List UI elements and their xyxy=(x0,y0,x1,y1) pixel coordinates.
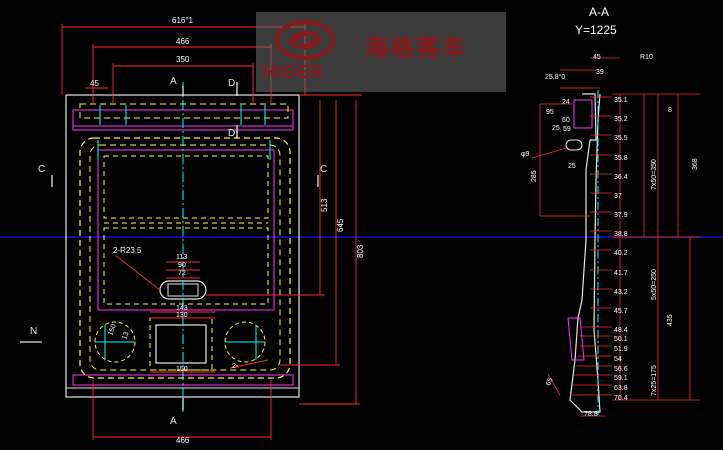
dim-65: 65 xyxy=(545,377,554,387)
section-c-left: C xyxy=(38,164,45,175)
holes-label: 2-R23.5 xyxy=(113,246,142,255)
dim-59: 59 xyxy=(563,126,571,133)
section-a-top: A xyxy=(170,76,177,87)
dim-top-466: 466 xyxy=(176,37,190,46)
level-label: 50.1 xyxy=(614,336,628,343)
dim-hole-72: 72 xyxy=(178,270,186,277)
dim-285: 285 xyxy=(531,170,538,182)
level-label: 40.2 xyxy=(614,250,628,257)
dim-top-overall: 616°1 xyxy=(172,16,194,25)
dim-group2: 5x50=250 xyxy=(651,269,658,300)
level-label: 48.4 xyxy=(614,327,628,334)
watermark-brand-text: HIGER xyxy=(262,62,325,82)
dim-plate-150: 150 xyxy=(176,366,188,373)
level-label: 51.9 xyxy=(614,346,628,353)
dim-hole-113: 113 xyxy=(176,254,187,261)
north-mark: N xyxy=(30,326,37,337)
section-view-labels: A-A Y=1225 45 25.8°0 39 R10 24 95 60 25 … xyxy=(521,5,699,418)
level-label: 37.9 xyxy=(614,212,628,219)
level-label: 38.8 xyxy=(614,231,628,238)
dim-left-45: 45 xyxy=(90,79,99,88)
bottom-plate-hidden xyxy=(149,317,213,371)
bolt-markers xyxy=(95,105,271,360)
level-label: 36.4 xyxy=(614,174,628,181)
dim-plate-143: 143 xyxy=(176,305,188,312)
level-label: 54 xyxy=(614,356,622,363)
level-label: 35.1 xyxy=(614,97,628,104)
dim-plate-130: 130 xyxy=(176,312,188,319)
section-hole xyxy=(565,139,583,151)
section-c-right: C xyxy=(320,164,327,175)
dim-25-8: 25.8°0 xyxy=(545,73,565,81)
dim-group3: 7x25=175 xyxy=(651,365,658,396)
dim-right-645: 645 xyxy=(336,218,345,232)
dim-top-350: 350 xyxy=(176,55,190,64)
dim-45: 45 xyxy=(593,54,601,61)
dim-group1: 7x50=350 xyxy=(651,159,658,190)
dim-total-435: 435 xyxy=(667,314,674,326)
section-inner xyxy=(567,317,585,361)
level-label: 43.2 xyxy=(614,289,628,296)
dim-39: 39 xyxy=(596,69,604,76)
level-ticks xyxy=(531,57,700,417)
dim-25: 25 xyxy=(552,125,560,132)
dim-78-8: 78.8 xyxy=(584,411,598,418)
level-label: 56.6 xyxy=(614,366,628,373)
level-label: 70.4 xyxy=(614,395,628,402)
section-inner-2 xyxy=(573,99,593,129)
level-label: 35.5 xyxy=(614,135,628,142)
section-view xyxy=(531,57,700,417)
level-label: 35.2 xyxy=(614,116,628,123)
inner-hidden-outline xyxy=(89,144,281,371)
level-label: 63.8 xyxy=(614,385,628,392)
dim-total-368: 368 xyxy=(692,158,699,170)
watermark-chinese-text: 海格客车 xyxy=(364,34,468,62)
dim-diag-13: 13 xyxy=(121,331,130,341)
section-d-upper: D xyxy=(228,78,235,89)
section-coordinate: Y=1225 xyxy=(575,23,617,37)
front-view xyxy=(20,24,362,440)
dim-8: 8 xyxy=(668,107,672,114)
dim-24: 24 xyxy=(562,99,570,106)
top-hidden-strip xyxy=(79,103,289,119)
magenta-inner-frame xyxy=(97,149,275,311)
dim-25-bottom: 25 xyxy=(568,163,576,170)
dim-bottom-466: 466 xyxy=(176,436,190,445)
dim-right-513: 513 xyxy=(320,198,329,212)
section-profile xyxy=(569,93,601,413)
level-label: 41.7 xyxy=(614,270,628,277)
section-a-bottom: A xyxy=(170,416,177,427)
main-hidden-outline xyxy=(79,137,291,379)
level-label: 59.1 xyxy=(614,375,628,382)
section-marker-strokes xyxy=(20,82,319,410)
dim-diag-2: 2- xyxy=(232,363,239,370)
dim-r10: R10 xyxy=(640,54,653,61)
level-label: 35.8 xyxy=(614,155,628,162)
dim-phi9: φ9 xyxy=(521,151,530,158)
bottom-plate xyxy=(155,324,207,364)
level-labels: 35.1 35.2 35.5 35.8 36.4 37 37.9 38.8 40.2 41.7 43… xyxy=(614,97,628,402)
dim-right-803: 803 xyxy=(356,244,365,258)
dim-95: 95 xyxy=(546,109,554,116)
higer-watermark: HIGER 海格客车 xyxy=(256,12,506,92)
front-view-labels: 616°1 466 350 45 513 645 803 466 2-R23.5… xyxy=(30,16,365,445)
section-d-lower: D xyxy=(228,128,235,139)
window-hidden-upper xyxy=(103,155,269,219)
level-label: 37 xyxy=(614,193,622,200)
section-title: A-A xyxy=(589,5,609,19)
dim-60: 60 xyxy=(562,117,570,124)
dim-hole-90: 90 xyxy=(178,262,186,269)
level-label: 45.7 xyxy=(614,308,628,315)
dim-diag-150: 150 xyxy=(107,323,118,336)
higer-logo-icon xyxy=(275,20,335,60)
window-hidden-lower xyxy=(103,227,269,305)
